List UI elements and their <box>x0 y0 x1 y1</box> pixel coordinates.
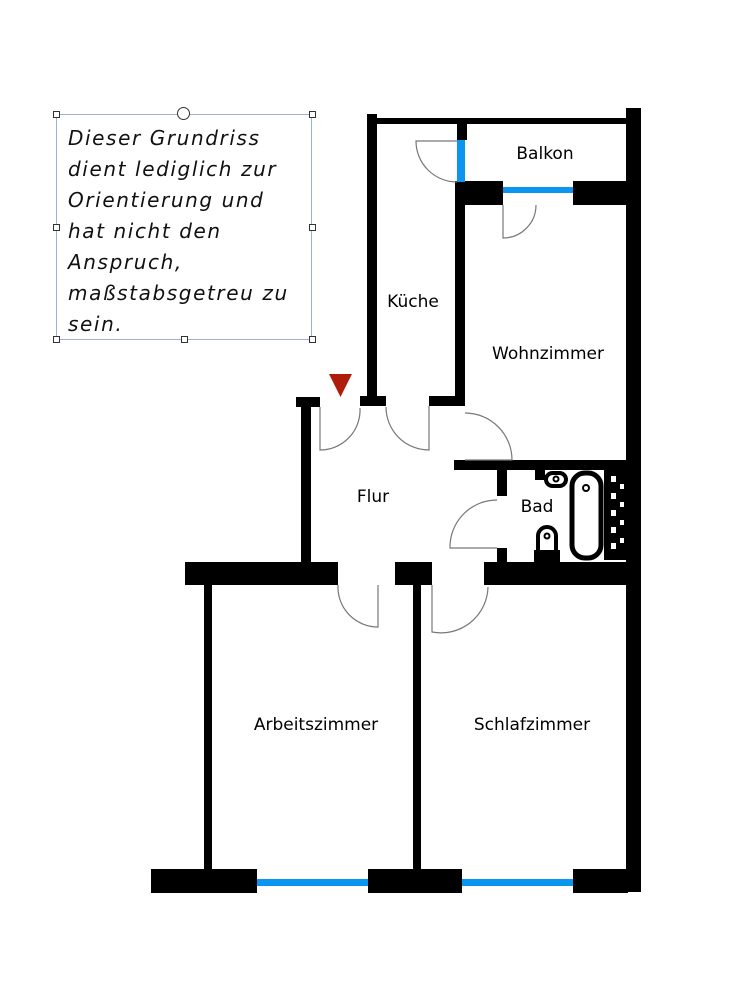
wall-block <box>573 181 630 205</box>
note-text-box[interactable]: Dieser Grundriss dient lediglich zur Ori… <box>56 114 312 340</box>
room-label-wohnzimmer: Wohnzimmer <box>492 344 604 364</box>
wall-bottom <box>368 869 462 893</box>
bath-fixtures <box>534 470 626 564</box>
window <box>462 879 573 886</box>
wall-bedroom-left <box>413 585 421 870</box>
wall-office-left <box>204 585 212 870</box>
wall-bath-top <box>454 460 630 470</box>
window <box>457 140 465 182</box>
wall-bath-left <box>497 548 507 565</box>
resize-handle[interactable] <box>53 111 60 118</box>
note-text[interactable]: Dieser Grundriss dient lediglich zur Ori… <box>68 126 289 336</box>
resize-handle[interactable] <box>53 224 60 231</box>
room-label-flur: Flur <box>356 487 390 507</box>
doors <box>319 140 537 634</box>
resize-handle[interactable] <box>53 336 60 343</box>
room-label-arbeitszimmer: Arbeitszimmer <box>253 715 379 735</box>
rotate-handle[interactable] <box>177 107 190 120</box>
wall-stub <box>429 396 465 406</box>
room-label-schlafzimmer: Schlafzimmer <box>473 715 591 735</box>
wall-bottom <box>573 869 628 893</box>
window <box>503 187 573 193</box>
wall-middle <box>185 562 338 585</box>
room-label-kueche: Küche <box>387 292 439 312</box>
wall-middle <box>484 562 630 585</box>
resize-handle[interactable] <box>309 336 316 343</box>
walls <box>151 108 641 893</box>
wall-living-left <box>455 181 465 405</box>
door-bath <box>449 499 498 549</box>
door-living <box>464 412 513 461</box>
door-entrance <box>319 407 361 451</box>
resize-handle[interactable] <box>181 336 188 343</box>
door-kitchen <box>385 406 430 451</box>
door-kitchen-balcony <box>415 140 458 183</box>
resize-handle[interactable] <box>309 111 316 118</box>
tile-dots <box>611 476 624 549</box>
windows <box>257 140 573 886</box>
wall-kitchen-left <box>367 114 377 402</box>
sink <box>544 471 568 488</box>
wall-bath-left <box>497 470 507 496</box>
entrance-marker-icon <box>329 374 352 397</box>
room-label-bad: Bad <box>520 497 554 517</box>
room-label-balkon: Balkon <box>516 144 574 164</box>
wall-stub <box>360 396 386 406</box>
wall-hall-left <box>301 397 311 565</box>
resize-handle[interactable] <box>309 224 316 231</box>
door-living-balcony <box>502 204 537 239</box>
wall-exterior-right <box>626 108 641 892</box>
window <box>257 879 368 886</box>
wall-middle <box>395 562 432 585</box>
bathtub <box>569 470 604 561</box>
door-bedroom <box>431 585 489 634</box>
wall-stub <box>457 124 467 140</box>
wall-bottom <box>151 869 257 893</box>
door-office <box>337 584 379 628</box>
wall-top <box>370 118 630 124</box>
